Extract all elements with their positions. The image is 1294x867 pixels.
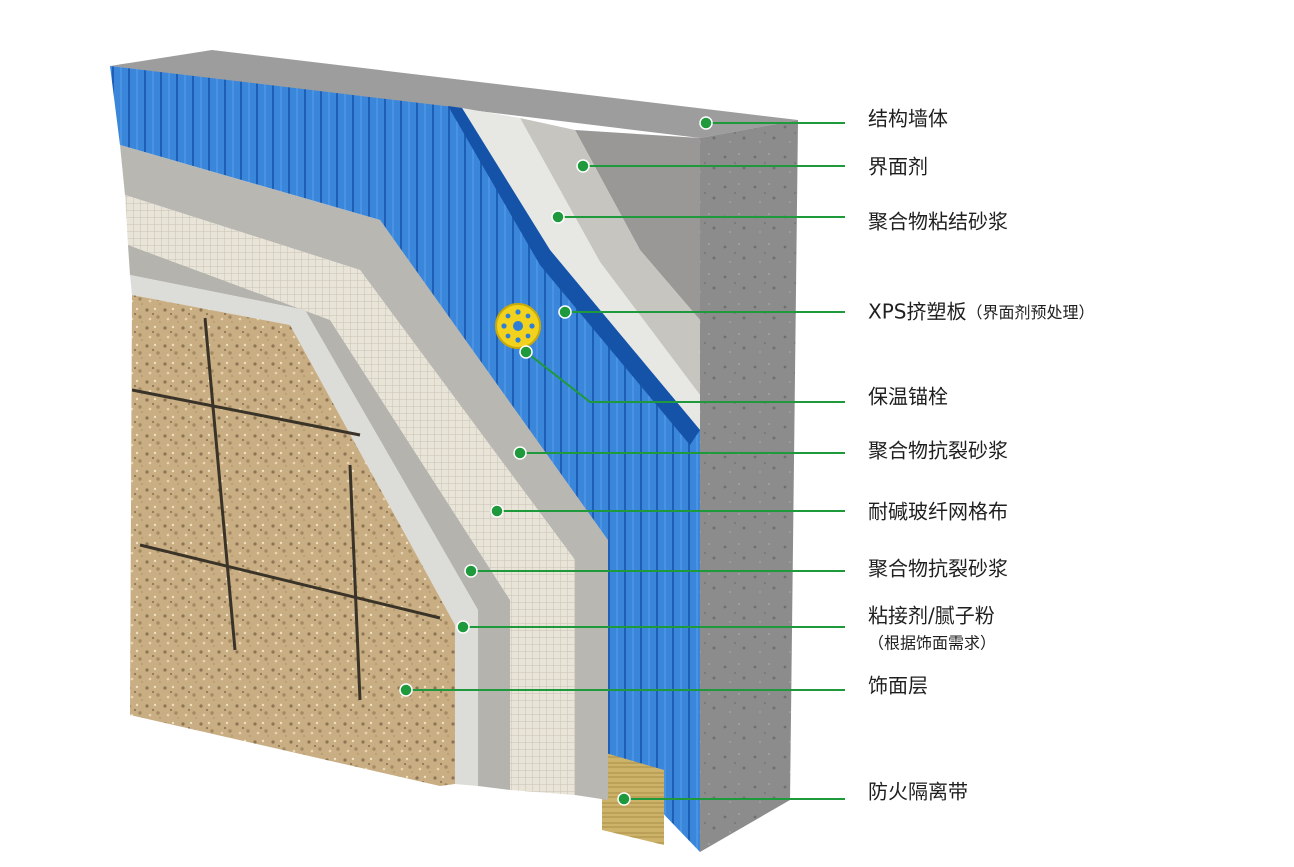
callout-dot-xps-board bbox=[558, 305, 572, 319]
note-adhesive-putty: （根据饰面需求） bbox=[868, 634, 996, 653]
anticrack-mortar-1-layer bbox=[120, 145, 608, 800]
callout-dot-alkali-resistant-mesh bbox=[490, 504, 504, 518]
label-insulation-anchor: 保温锚栓 bbox=[868, 385, 948, 409]
label-xps-board: XPS挤塑板（界面剂预处理） bbox=[868, 300, 1094, 324]
leader-line-insulation-anchor bbox=[525, 351, 845, 403]
label-adhesive-putty: 粘接剂/腻子粉 bbox=[868, 604, 995, 628]
finish-tile-grout bbox=[131, 317, 441, 701]
adhesive-putty-layer bbox=[130, 275, 478, 786]
callout-dot-polymer-bonding-mortar bbox=[551, 210, 565, 224]
label-structural-wall: 结构墙体 bbox=[868, 107, 948, 131]
alkali-mesh-layer bbox=[125, 195, 575, 795]
callout-dot-finish-layer bbox=[399, 683, 413, 697]
insulation-anchor-icon bbox=[495, 303, 541, 349]
finish-layer-surface bbox=[130, 295, 455, 786]
interface-agent-layer bbox=[520, 118, 700, 395]
structural-wall-front bbox=[575, 130, 700, 320]
anticrack-mortar-2-layer bbox=[128, 245, 510, 790]
callout-dot-interface-agent bbox=[576, 159, 590, 173]
bonding-mortar-layer bbox=[462, 108, 700, 430]
callout-dot-polymer-anticrack-mortar-2 bbox=[464, 564, 478, 578]
callout-dot-insulation-anchor bbox=[519, 345, 533, 359]
label-polymer-bonding-mortar: 聚合物粘结砂浆 bbox=[868, 210, 1008, 234]
callout-dot-adhesive-putty bbox=[456, 620, 470, 634]
sublabel-xps-board: （界面剂预处理） bbox=[966, 303, 1094, 322]
callout-dot-fire-break-belt bbox=[617, 792, 631, 806]
label-interface-agent: 界面剂 bbox=[868, 155, 928, 179]
label-polymer-anticrack-mortar-1: 聚合物抗裂砂浆 bbox=[868, 439, 1008, 463]
label-finish-layer: 饰面层 bbox=[868, 674, 928, 698]
callout-dot-polymer-anticrack-mortar-1 bbox=[513, 446, 527, 460]
label-alkali-resistant-mesh: 耐碱玻纤网格布 bbox=[868, 500, 1008, 524]
label-polymer-anticrack-mortar-2: 聚合物抗裂砂浆 bbox=[868, 557, 1008, 581]
xps-board-edge bbox=[448, 106, 700, 445]
callout-dot-structural-wall bbox=[699, 116, 713, 130]
label-fire-break-belt: 防火隔离带 bbox=[868, 780, 968, 804]
structural-wall-side bbox=[700, 120, 798, 852]
structural-wall-top bbox=[110, 50, 798, 138]
leader-lines bbox=[399, 116, 845, 806]
